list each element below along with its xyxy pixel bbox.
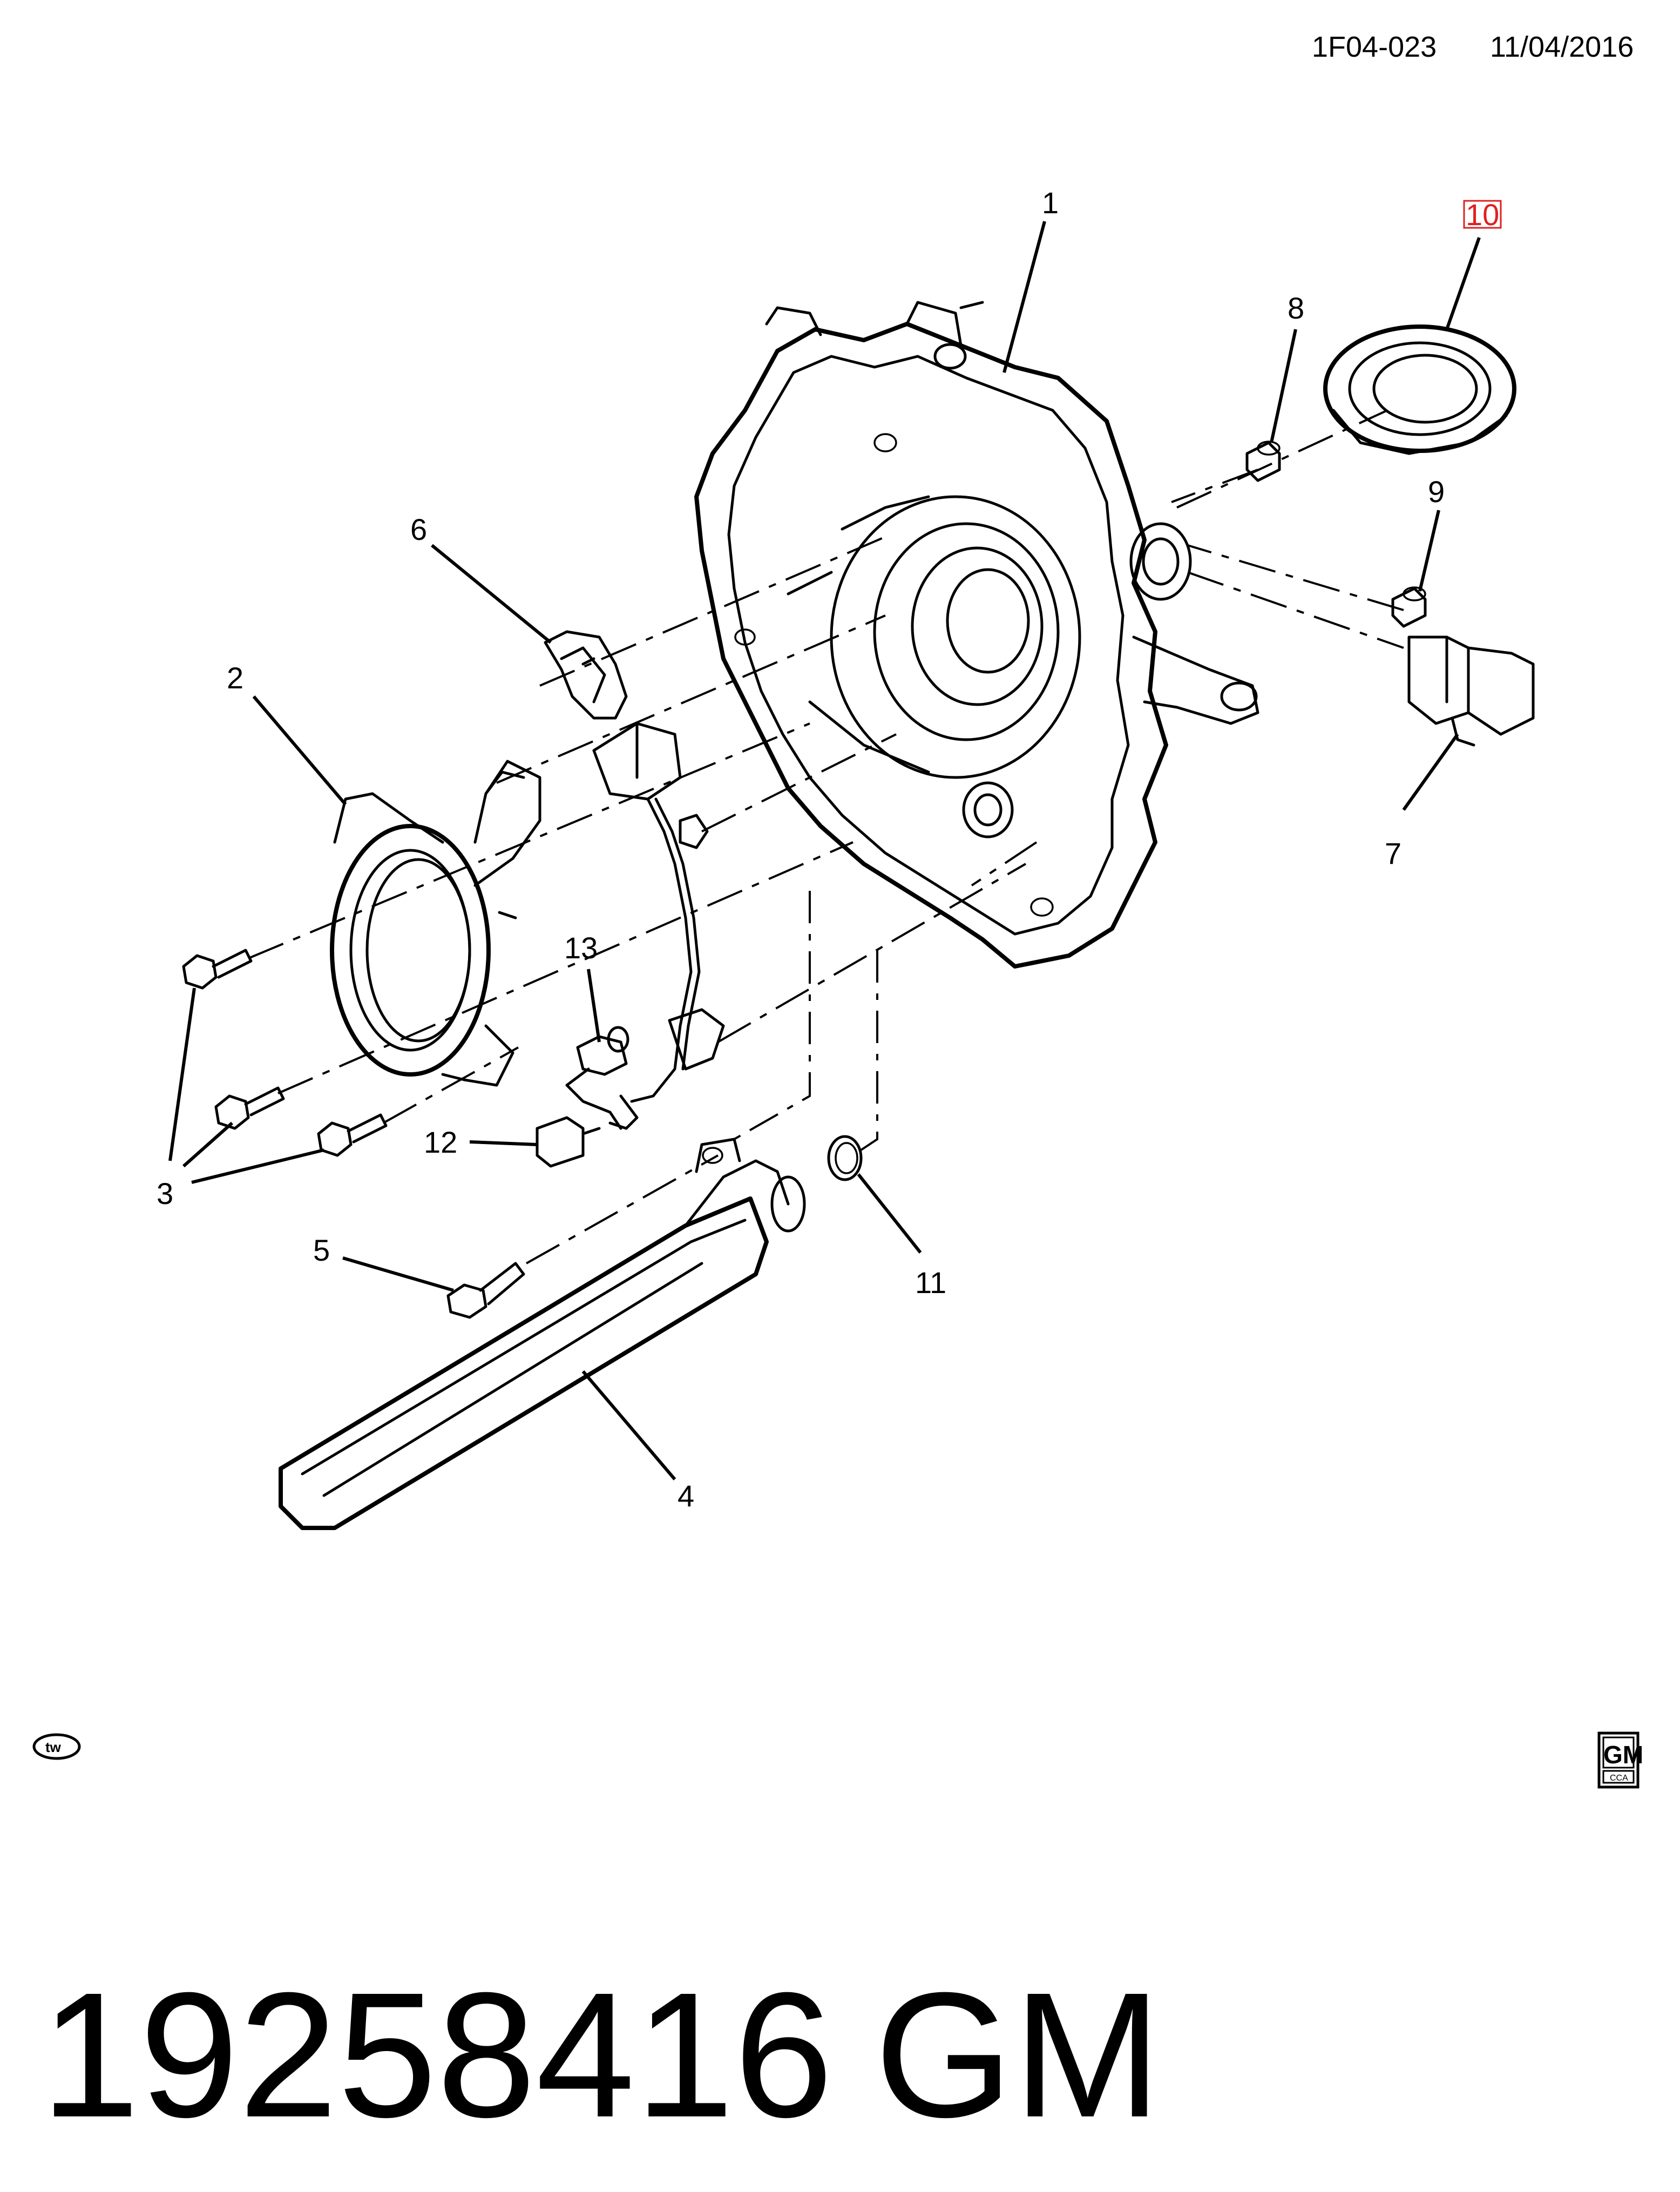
callout-12: 12 (424, 1125, 457, 1159)
alignment-lines (248, 409, 1404, 1264)
callout-9: 9 (1428, 475, 1445, 509)
brand-name: GM (875, 1955, 1162, 2154)
callout-3: 3 (157, 1176, 173, 1210)
callout-4: 4 (678, 1479, 694, 1513)
diagram-date: 11/04/2016 (1490, 31, 1634, 63)
cca-logo-text: CCA (1610, 1774, 1628, 1783)
tw-logo-text: tw (45, 1739, 62, 1755)
callout-5: 5 (313, 1233, 330, 1267)
callout-1: 1 (1042, 186, 1059, 220)
callout-13: 13 (564, 931, 598, 965)
part-4-filter[interactable] (279, 1138, 806, 1530)
gm-logo-text: GM (1603, 1741, 1643, 1769)
part-number: 19258416 (40, 1955, 833, 2154)
callout-6: 6 (410, 512, 427, 546)
gm-cca-logo: GM CCA (1597, 1731, 1643, 1789)
part-10-seal[interactable] (1323, 324, 1516, 455)
part-1-housing[interactable] (694, 301, 1259, 969)
part-3-bolts[interactable] (182, 949, 388, 1157)
callout-7: 7 (1385, 836, 1401, 870)
callout-8: 8 (1288, 291, 1304, 325)
part-5-bolt[interactable] (446, 1262, 525, 1319)
part-11-oring[interactable] (827, 1135, 863, 1181)
diagram-ref: 1F04-023 (1312, 31, 1437, 63)
callout-11: 11 (915, 1266, 946, 1300)
part-7-sensor[interactable] (1407, 635, 1535, 747)
callout-2: 2 (227, 661, 243, 695)
callout-10-highlight (1463, 200, 1502, 229)
part-6-clip[interactable] (544, 630, 628, 720)
part-9-plug[interactable] (1391, 586, 1427, 628)
part-8-plug[interactable] (1245, 441, 1281, 482)
tw-logo: tw (32, 1733, 81, 1760)
leader-lines (168, 221, 1481, 1480)
callout-10: 10 (1466, 198, 1499, 232)
wiring-harness[interactable] (592, 722, 725, 1130)
part-12-connector[interactable] (536, 1116, 601, 1168)
part-2-ring-assembly[interactable] (330, 760, 541, 1087)
part-13-connector[interactable] (565, 1026, 629, 1130)
